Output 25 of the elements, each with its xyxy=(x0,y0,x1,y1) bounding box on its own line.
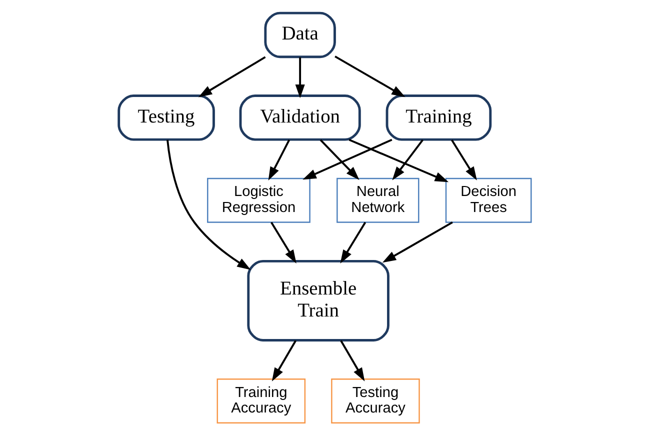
node-box: Testing Accuracy xyxy=(330,378,420,424)
arrow xyxy=(302,138,392,180)
node-box: Training Accuracy xyxy=(216,378,306,424)
node-box: Decision Trees xyxy=(444,178,532,223)
node-box: Data xyxy=(264,12,336,58)
node-box: Logistic Regression xyxy=(206,178,310,223)
arrow xyxy=(271,340,296,382)
arrow xyxy=(166,140,250,270)
arrow xyxy=(340,340,364,382)
arrow xyxy=(392,139,423,180)
arrow xyxy=(198,56,266,98)
arrow xyxy=(340,222,366,264)
node-box: Neural Network xyxy=(336,178,419,223)
node-box: Ensemble Train xyxy=(246,260,389,342)
arrow xyxy=(294,57,304,98)
arrow xyxy=(319,139,359,180)
arrow xyxy=(348,138,448,182)
node-box: Training xyxy=(385,94,492,141)
arrow xyxy=(268,140,290,181)
arrow xyxy=(382,222,452,263)
arrow xyxy=(450,139,476,180)
node-box: Testing xyxy=(117,94,214,141)
arrow xyxy=(270,222,296,264)
node-box: Validation xyxy=(238,94,360,141)
arrow xyxy=(334,56,405,98)
